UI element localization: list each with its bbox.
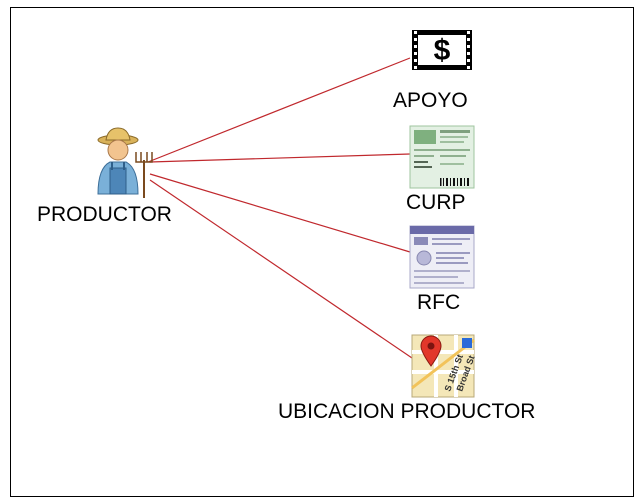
node-label-apoyo: APOYO (393, 89, 468, 112)
dollar-bill-icon: $ (412, 30, 472, 70)
edge-productor-rfc (149, 173, 411, 253)
edge-productor-curp (149, 153, 411, 163)
edges (147, 57, 413, 359)
svg-text:$: $ (434, 34, 451, 67)
node-label-rfc: RFC (417, 291, 461, 314)
rfc-document-icon (409, 225, 475, 289)
node-label-curp: CURP (406, 191, 466, 214)
edge-productor-ubicacion (149, 179, 413, 359)
map-pin-icon: S 15th St Broad St (411, 334, 477, 398)
edge-productor-apoyo (147, 57, 411, 163)
diagram-canvas: $ (97, 30, 477, 398)
node-label-ubicacion: UBICACION PRODUCTOR (278, 400, 536, 423)
node-label-productor: PRODUCTOR (37, 203, 172, 226)
farmer-with-pitchfork-icon (97, 127, 153, 198)
curp-document-icon (409, 125, 475, 189)
